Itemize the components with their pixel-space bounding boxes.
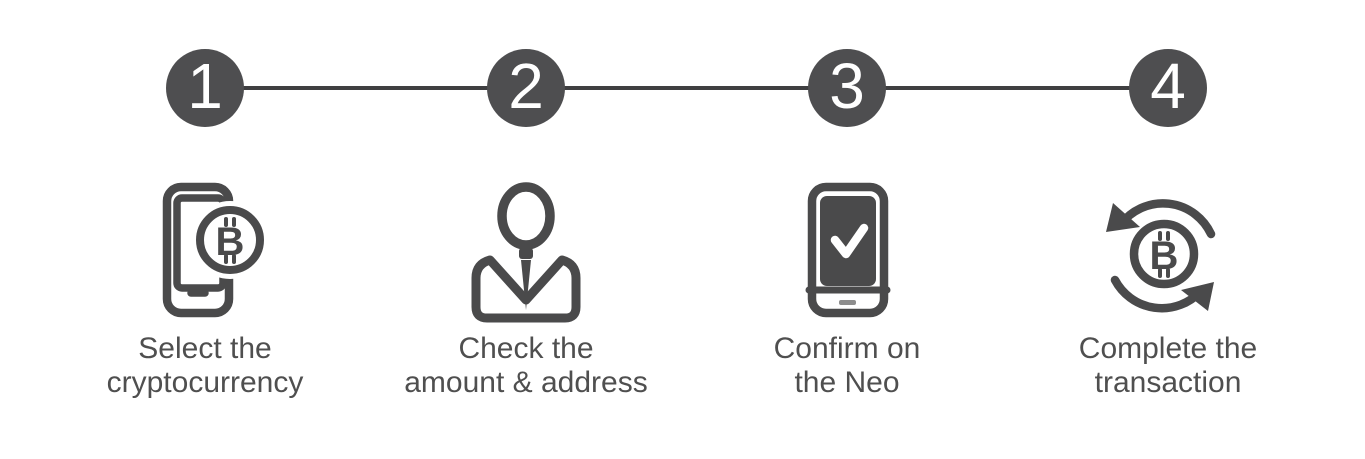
person-tie <box>519 248 533 310</box>
step-column-3: Confirm on the Neo <box>697 178 997 400</box>
step-circle-4: 4 <box>1129 49 1207 127</box>
step-label-3: Confirm on the Neo <box>773 332 921 399</box>
step-label-1: Select the cryptocurrency <box>106 332 304 399</box>
svg-text:B: B <box>1150 234 1179 278</box>
step-column-1: B Select the cryptocurrency <box>55 178 355 400</box>
step-circle-1: 1 <box>166 49 244 127</box>
check-mark <box>830 223 869 259</box>
step-circle-2: 2 <box>487 49 565 127</box>
step-number-1: 1 <box>187 50 223 122</box>
step-circle-3: 3 <box>808 49 886 127</box>
stepper-connector-line <box>205 86 1168 90</box>
step-number-4: 4 <box>1150 50 1186 122</box>
person-torso <box>471 255 581 323</box>
bitcoin-refresh-icon: B <box>1018 178 1318 328</box>
refresh-arrowhead-right <box>1181 282 1214 311</box>
device-screen <box>820 196 876 286</box>
step-column-2: Check the amount & address <box>376 178 676 400</box>
refresh-arc-bottom <box>1110 275 1205 313</box>
step-column-4: B Complete the transaction <box>1018 178 1318 400</box>
step-label-4: Complete the transaction <box>1078 332 1258 399</box>
bitcoin-symbol: B <box>1150 231 1179 278</box>
step-label-2: Check the amount & address <box>404 332 648 399</box>
smartphone-bitcoin-icon: B <box>55 178 355 328</box>
device-brand-mark <box>839 300 856 305</box>
device-body <box>807 182 889 318</box>
neo-device-check-icon <box>697 178 997 328</box>
bitcoin-symbol: B <box>216 217 245 264</box>
person-head <box>497 182 555 250</box>
step-number-3: 3 <box>829 50 865 122</box>
refresh-arrowhead-left <box>1106 203 1140 232</box>
step-number-2: 2 <box>508 50 544 122</box>
bitcoin-badge-circle <box>196 206 264 274</box>
refresh-arc-top <box>1116 199 1216 239</box>
person-icon <box>376 178 676 328</box>
svg-text:B: B <box>216 220 245 264</box>
bitcoin-coin-circle <box>1129 219 1199 289</box>
